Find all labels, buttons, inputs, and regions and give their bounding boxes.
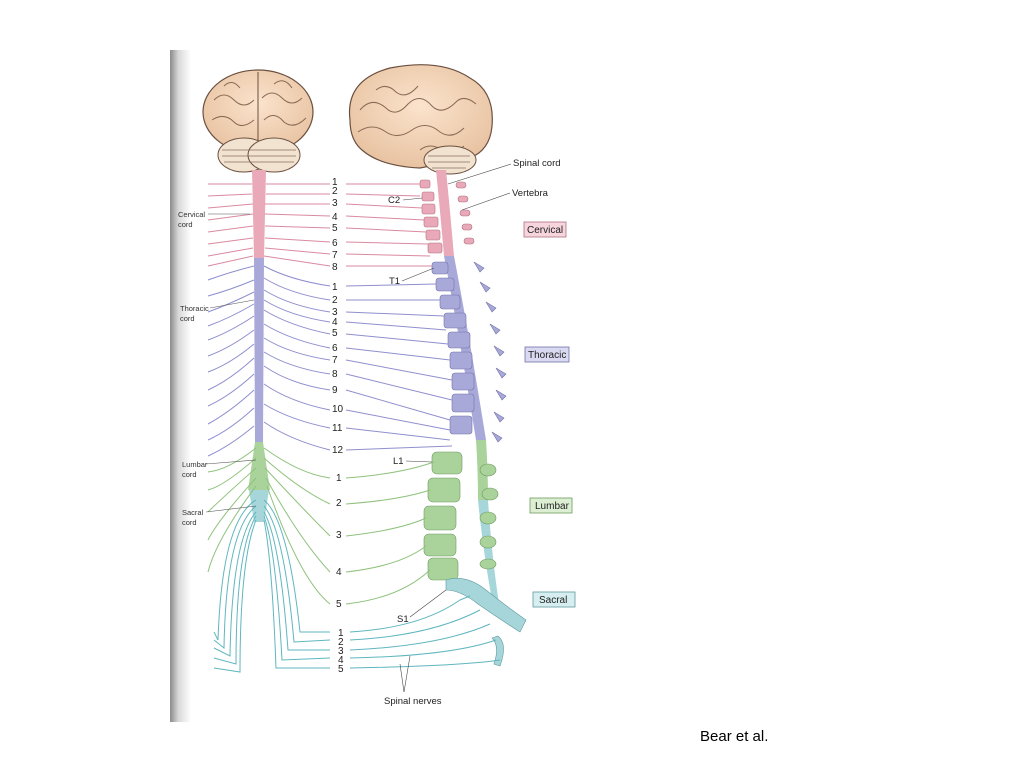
side-label-lumbar-cord: cord bbox=[182, 470, 197, 479]
cervical-nerve-number: 4 bbox=[332, 212, 338, 223]
side-label-cervical: Cervical bbox=[178, 210, 205, 219]
side-label-sacral-cord: cord bbox=[182, 518, 197, 527]
cervical-nerve-number: 3 bbox=[332, 198, 338, 209]
side-label-lumbar: Lumbar bbox=[182, 460, 208, 469]
label-spinal-nerves: Spinal nerves bbox=[384, 696, 442, 707]
thoracic-nerve-number: 6 bbox=[332, 343, 338, 354]
thoracic-nerve-number: 11 bbox=[332, 423, 343, 434]
thoracic-nerve-number: 5 bbox=[332, 328, 338, 339]
marker-c2: C2 bbox=[388, 195, 400, 206]
region-label-cervical: Cervical bbox=[527, 225, 563, 236]
thoracic-nerve-number: 4 bbox=[332, 317, 338, 328]
cervical-nerve-number: 8 bbox=[332, 262, 338, 273]
side-label-sacral: Sacral bbox=[182, 508, 204, 517]
label-vertebra: Vertebra bbox=[512, 188, 549, 199]
side-label-thoracic-cord: cord bbox=[180, 314, 195, 323]
lumbar-nerve-number: 5 bbox=[336, 599, 342, 610]
thoracic-nerve-number: 2 bbox=[332, 295, 338, 306]
sacral-nerve-number: 5 bbox=[338, 664, 344, 675]
side-label-thoracic: Thoracic bbox=[180, 304, 209, 313]
lumbar-nerve-number: 4 bbox=[336, 567, 342, 578]
cervical-nerve-number: 2 bbox=[332, 186, 338, 197]
side-label-cervical-cord: cord bbox=[178, 220, 193, 229]
lumbar-nerve-number: 3 bbox=[336, 530, 342, 541]
region-label-thoracic: Thoracic bbox=[528, 350, 566, 361]
region-label-lumbar: Lumbar bbox=[535, 501, 570, 512]
marker-l1: L1 bbox=[393, 456, 404, 467]
figure-credit: Bear et al. bbox=[700, 728, 768, 745]
cervical-nerve-number: 7 bbox=[332, 250, 338, 261]
brain-back-view bbox=[203, 70, 313, 172]
cervical-nerve-number: 6 bbox=[332, 238, 338, 249]
thoracic-nerve-number: 1 bbox=[332, 282, 338, 293]
thoracic-nerve-number: 7 bbox=[332, 355, 338, 366]
thoracic-nerve-number: 8 bbox=[332, 369, 338, 380]
thoracic-nerve-number: 12 bbox=[332, 445, 344, 456]
label-spinal-cord: Spinal cord bbox=[513, 158, 561, 169]
lumbar-nerve-number: 2 bbox=[336, 498, 342, 509]
lumbar-nerve-number: 1 bbox=[336, 473, 342, 484]
cervical-nerve-number: 5 bbox=[332, 223, 338, 234]
thoracic-nerve-number: 9 bbox=[332, 385, 338, 396]
thoracic-nerve-number: 10 bbox=[332, 404, 344, 415]
marker-t1: T1 bbox=[389, 276, 400, 287]
region-label-sacral: Sacral bbox=[539, 595, 567, 606]
marker-s1: S1 bbox=[397, 614, 409, 625]
